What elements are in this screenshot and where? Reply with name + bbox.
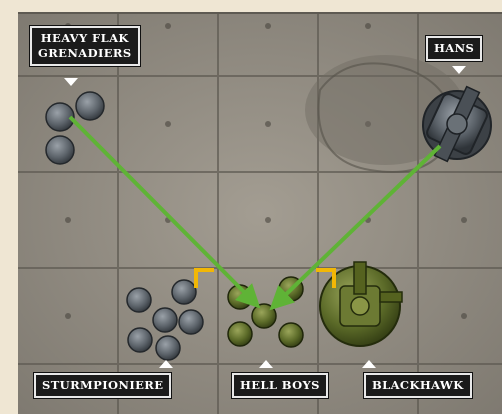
hans-label-text: HANS (434, 41, 474, 55)
pointer-icon (362, 360, 376, 368)
pointer-icon (259, 360, 273, 368)
pointer-icon (159, 360, 173, 368)
sturmpioniere-label-text: STURMPIONIERE (42, 378, 163, 392)
pointer-icon (452, 66, 466, 74)
heavy-flak-label-line1: HEAVY FLAK (38, 31, 132, 46)
heavy-flak-grenadiers-label[interactable]: HEAVY FLAK GRENADIERS (30, 26, 140, 66)
hell-boys-label-text: HELL BOYS (240, 378, 320, 392)
pointer-icon (64, 78, 78, 86)
hans-label[interactable]: HANS (426, 36, 482, 61)
heavy-flak-label-line2: GRENADIERS (38, 46, 132, 61)
blackhawk-label-text: BLACKHAWK (372, 378, 464, 392)
hell-boys-label[interactable]: HELL BOYS (232, 373, 328, 398)
blackhawk-label[interactable]: BLACKHAWK (364, 373, 472, 398)
sturmpioniere-label[interactable]: STURMPIONIERE (34, 373, 171, 398)
